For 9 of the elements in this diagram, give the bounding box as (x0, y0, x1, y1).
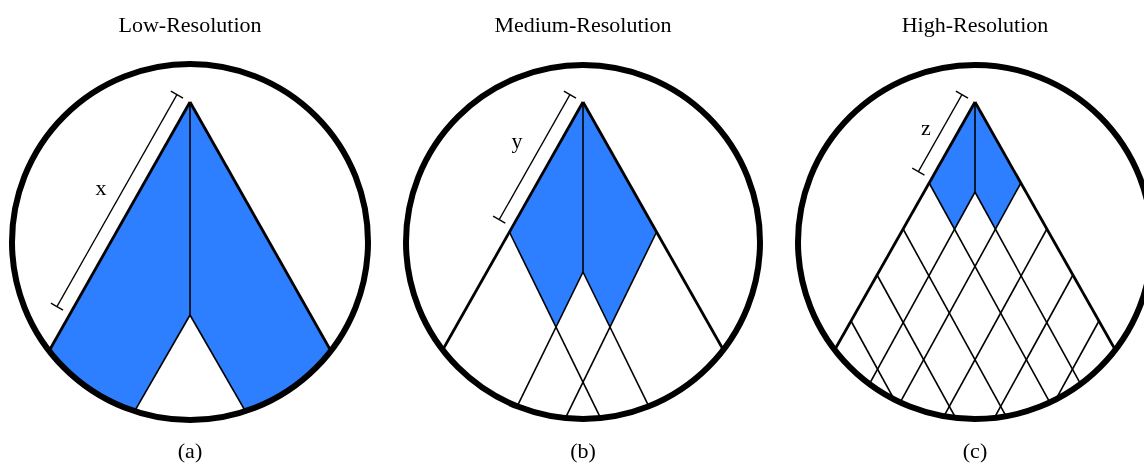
panel-title: Low-Resolution (118, 14, 262, 36)
panel-title: High-Resolution (901, 14, 1049, 36)
dimension-label: x (95, 177, 107, 199)
panel-title: Medium-Resolution (494, 14, 672, 36)
dimension-label: z (921, 117, 931, 139)
dimension-label: y (511, 130, 523, 152)
panel-caption: (b) (570, 440, 596, 462)
panel-caption: (c) (962, 440, 988, 462)
panel-caption: (a) (177, 440, 203, 462)
